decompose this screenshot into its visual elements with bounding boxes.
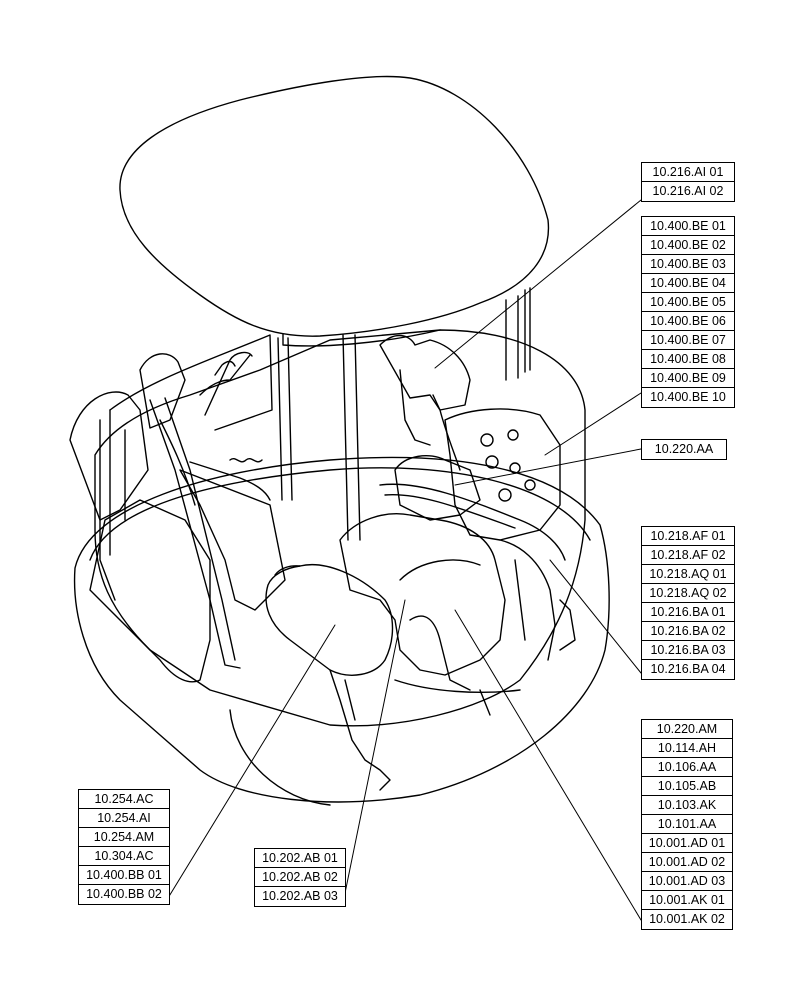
part-ref-label[interactable]: 10.400.BE 07 — [642, 331, 734, 350]
part-ref-label[interactable]: 10.400.BE 04 — [642, 274, 734, 293]
callout-group-220-am: 10.220.AM 10.114.AH 10.106.AA 10.105.AB … — [641, 719, 733, 930]
part-ref-label[interactable]: 10.304.AC — [79, 847, 169, 866]
callout-group-400-be: 10.400.BE 01 10.400.BE 02 10.400.BE 03 1… — [641, 216, 735, 408]
callout-group-216-ai: 10.216.AI 01 10.216.AI 02 — [641, 162, 735, 202]
part-ref-label[interactable]: 10.218.AF 01 — [642, 527, 734, 546]
part-ref-label[interactable]: 10.216.AI 02 — [652, 184, 724, 198]
part-ref-label[interactable]: 10.202.AB 03 — [262, 889, 338, 903]
part-ref-label[interactable]: 10.202.AB 01 — [255, 849, 345, 868]
part-ref-label[interactable]: 10.220.AA — [654, 442, 714, 456]
control-levers — [199, 351, 263, 463]
part-ref-label[interactable]: 10.218.AQ 02 — [642, 584, 734, 603]
part-ref-label[interactable]: 10.001.AD 02 — [642, 853, 732, 872]
part-ref-label[interactable]: 10.216.BA 04 — [650, 662, 726, 676]
part-ref-label[interactable]: 10.400.BE 08 — [642, 350, 734, 369]
part-ref-label[interactable]: 10.400.BB 01 — [79, 866, 169, 885]
leader-lines — [167, 199, 642, 921]
part-ref-label[interactable]: 10.001.AD 01 — [642, 834, 732, 853]
part-ref-label[interactable]: 10.400.BE 01 — [642, 217, 734, 236]
part-ref-label[interactable]: 10.001.AD 03 — [642, 872, 732, 891]
operator-station — [379, 334, 471, 471]
engine-block — [339, 454, 576, 716]
part-ref-label[interactable]: 10.400.BE 05 — [642, 293, 734, 312]
callout-group-254-ac: 10.254.AC 10.254.AI 10.254.AM 10.304.AC … — [78, 789, 170, 905]
part-ref-label[interactable]: 10.001.AK 02 — [649, 912, 725, 926]
part-ref-label[interactable]: 10.114.AH — [642, 739, 732, 758]
part-ref-label[interactable]: 10.400.BE 03 — [642, 255, 734, 274]
part-ref-label[interactable]: 10.216.AI 01 — [642, 163, 734, 182]
callout-group-220-aa: 10.220.AA — [641, 439, 727, 460]
part-ref-label[interactable]: 10.216.BA 02 — [642, 622, 734, 641]
part-ref-label[interactable]: 10.101.AA — [642, 815, 732, 834]
part-ref-label[interactable]: 10.218.AQ 01 — [642, 565, 734, 584]
callout-group-218-af: 10.218.AF 01 10.218.AF 02 10.218.AQ 01 1… — [641, 526, 735, 680]
part-ref-label[interactable]: 10.103.AK — [642, 796, 732, 815]
part-ref-label[interactable]: 10.216.BA 01 — [642, 603, 734, 622]
fuel-tank — [265, 564, 394, 791]
part-ref-label[interactable]: 10.218.AF 02 — [642, 546, 734, 565]
canopy-posts — [277, 287, 531, 541]
part-ref-label[interactable]: 10.001.AK 01 — [642, 891, 732, 910]
part-ref-label[interactable]: 10.106.AA — [642, 758, 732, 777]
side-panel — [179, 461, 286, 611]
callout-group-202-ab: 10.202.AB 01 10.202.AB 02 10.202.AB 03 — [254, 848, 346, 907]
canopy-roof — [119, 75, 550, 347]
part-ref-label[interactable]: 10.400.BE 09 — [642, 369, 734, 388]
part-ref-label[interactable]: 10.105.AB — [642, 777, 732, 796]
part-ref-label[interactable]: 10.216.BA 03 — [642, 641, 734, 660]
part-ref-label[interactable]: 10.220.AM — [642, 720, 732, 739]
part-ref-label[interactable]: 10.400.BE 06 — [642, 312, 734, 331]
part-ref-label[interactable]: 10.400.BB 02 — [86, 887, 162, 901]
part-ref-label[interactable]: 10.254.AI — [79, 809, 169, 828]
part-ref-label[interactable]: 10.254.AC — [79, 790, 169, 809]
part-ref-label[interactable]: 10.254.AM — [79, 828, 169, 847]
seat-frame — [69, 334, 273, 683]
base-ring — [73, 456, 610, 806]
upper-body — [94, 329, 586, 727]
part-ref-label[interactable]: 10.400.BE 10 — [650, 390, 726, 404]
part-ref-label[interactable]: 10.400.BE 02 — [642, 236, 734, 255]
part-ref-label[interactable]: 10.202.AB 02 — [255, 868, 345, 887]
